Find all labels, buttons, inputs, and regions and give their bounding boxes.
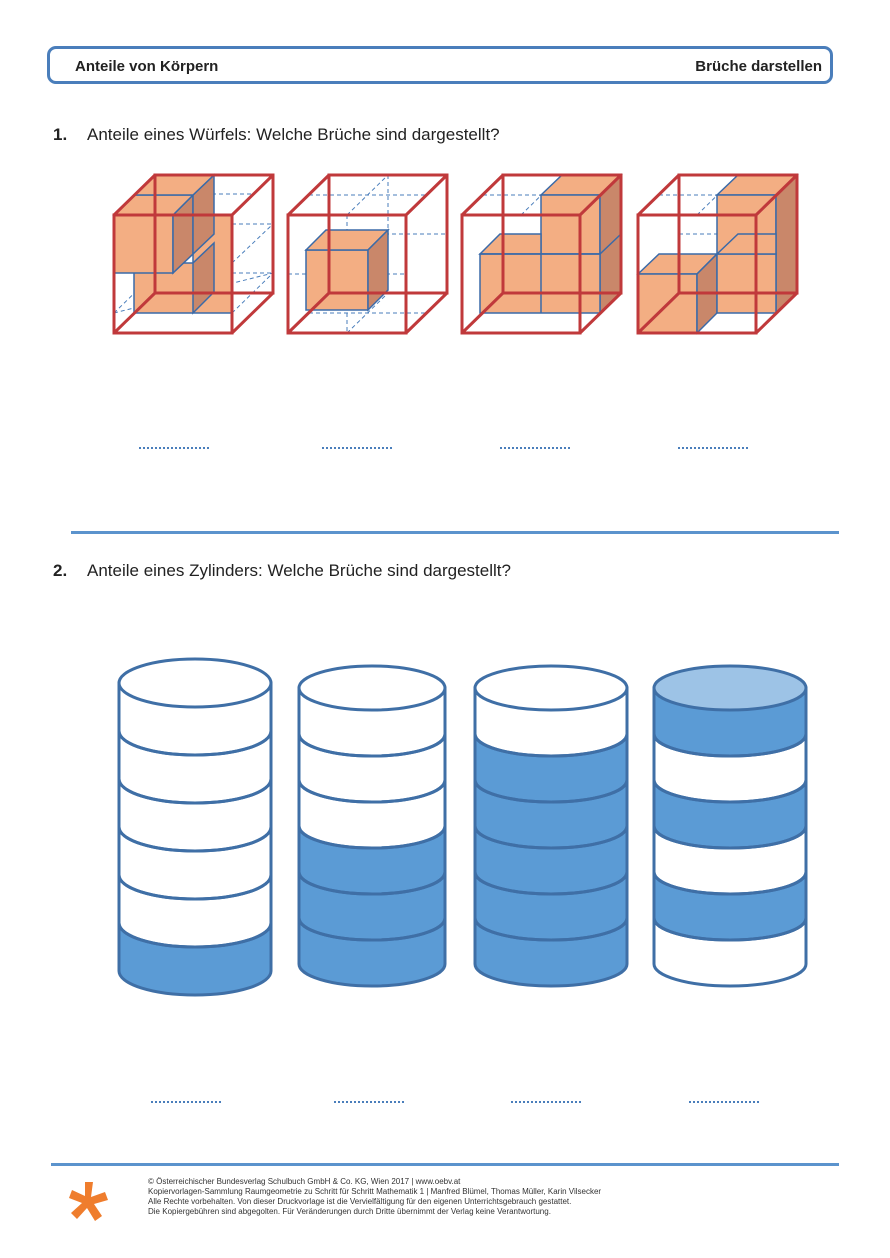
question-2-number: 2. (53, 561, 68, 580)
cylinder-divider (473, 871, 629, 896)
cylinder-divider (652, 779, 808, 804)
answer-blank-cylinder-2[interactable] (334, 1101, 404, 1103)
question-1: 1. Anteile eines Würfels: Welche Brüche s… (53, 125, 500, 145)
cylinder-divider (297, 917, 447, 942)
footer-divider (51, 1163, 839, 1166)
footer-line-1: © Österreichischer Bundesverlag Schulbuc… (148, 1177, 461, 1186)
answer-blank-cube-4[interactable] (678, 447, 748, 449)
answer-blank-cube-1[interactable] (139, 447, 209, 449)
cylinder-top (297, 664, 447, 712)
footer-line-3: Alle Rechte vorbehalten. Von dieser Druc… (148, 1197, 572, 1206)
cylinder-figure-1 (117, 657, 273, 997)
cylinder-divider (473, 779, 629, 804)
answer-blank-cube-3[interactable] (500, 447, 570, 449)
cylinder-top (473, 664, 629, 712)
cylinder-divider (117, 778, 273, 805)
cylinder-divider (652, 825, 808, 850)
cube-figure-1 (112, 173, 275, 335)
cylinder-divider (652, 917, 808, 942)
cylinder-divider (652, 733, 808, 758)
footer-text: © Österreichischer Bundesverlag Schulbuc… (148, 1177, 601, 1217)
section-divider (71, 531, 839, 534)
cylinder-divider (297, 871, 447, 896)
cylinder-top (117, 657, 273, 709)
footer-line-2: Kopiervorlagen-Sammlung Raumgeometrie zu… (148, 1187, 602, 1196)
cylinder-figure-2 (297, 664, 447, 988)
cylinder-divider (473, 733, 629, 758)
cylinder-divider (117, 874, 273, 901)
cylinder-divider (297, 825, 447, 850)
cylinder-divider (117, 922, 273, 949)
header-right-title: Brüche darstellen (695, 58, 822, 75)
publisher-logo-icon (69, 1182, 108, 1221)
cylinder-top (652, 664, 808, 712)
answer-blank-cube-2[interactable] (322, 447, 392, 449)
cube-figure-4 (636, 173, 799, 335)
answer-blank-cylinder-4[interactable] (689, 1101, 759, 1103)
answer-blank-cylinder-3[interactable] (511, 1101, 581, 1103)
cylinder-figure-3 (473, 664, 629, 988)
cylinder-divider (473, 917, 629, 942)
cylinder-divider (297, 779, 447, 804)
cube-figure-2 (286, 173, 449, 335)
question-1-number: 1. (53, 125, 68, 144)
cylinder-divider (652, 871, 808, 896)
cylinder-figure-4 (652, 664, 808, 988)
question-2: 2. Anteile eines Zylinders: Welche Brüche… (53, 561, 511, 581)
question-2-text: Anteile eines Zylinders: Welche Brüche s… (87, 561, 511, 580)
footer-line-4: Die Kopiergebühren sind abgegolten. Für … (148, 1207, 551, 1216)
answer-blank-cylinder-1[interactable] (151, 1101, 221, 1103)
cube-figure-3 (460, 173, 623, 335)
header-box: Anteile von Körpern Brüche darstellen (47, 46, 833, 84)
question-1-text: Anteile eines Würfels: Welche Brüche sin… (87, 125, 500, 144)
cylinder-divider (117, 730, 273, 757)
cylinder-divider (297, 733, 447, 758)
cylinder-divider (117, 826, 273, 853)
header-left-title: Anteile von Körpern (75, 58, 219, 75)
cylinder-divider (473, 825, 629, 850)
